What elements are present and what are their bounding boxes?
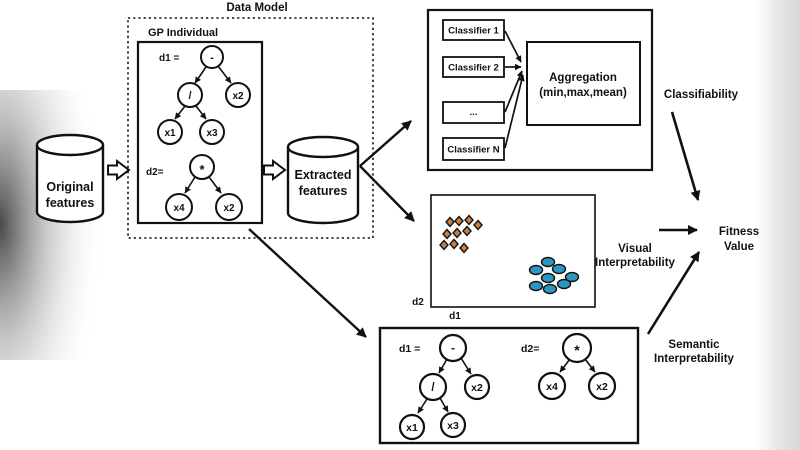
scatter-panel: d2 d1 [412,194,596,322]
original-features-cylinder: Original features [35,133,105,224]
classifier-1-box [442,19,505,41]
extracted-features-cylinder: Extracted features [286,135,360,225]
sem-tree-d1-edges [417,357,472,414]
gp-d1-prefix: d1 = [159,53,179,64]
semantic-panel: d1 = - / x2 x1 x3 d2= * x [378,326,640,445]
visual-interpretability-line2: Interpretability [595,257,675,269]
data-model-dashed-box [127,17,374,239]
gp-d1-x1-label: x1 [164,128,176,139]
sem-d1-x3-node [439,411,467,439]
classifier-n-box [442,137,505,161]
sem-tree-d1-nodes [398,333,491,441]
classifier-2-label: Classifier 2 [448,63,499,74]
sem-d1-div-label: / [431,382,435,394]
classifier-panel: Classifier 1 Classifier 2 ... Classifier… [426,8,654,172]
classifier-n-label: Classifier N [447,145,499,156]
gp-d2-x2-node [215,193,243,221]
gp-d2-root-node [189,154,215,180]
sem-d2-root-label: * [574,342,580,358]
gp-d2-x2-label: x2 [223,203,235,214]
right-shadow-gradient [756,0,800,450]
semantic-interpretability-line1: Semantic [668,339,720,351]
arrow-to-semantic [248,228,367,338]
ellipse-cluster [528,256,580,295]
gp-individual-label: GP Individual [148,27,218,39]
classifiability-label: Classifiability [664,89,739,101]
arrow-to-scatter [359,165,415,222]
gp-tree-d2: d2= * x4 x2 [146,154,243,221]
gp-d1-x3-node [199,119,225,145]
left-shadow-gradient [0,90,105,360]
sem-d2-root-node [561,332,593,364]
gp-d1-x1-node [157,119,183,145]
gp-d1-div-node [177,82,203,108]
arrow-classifiability-to-fitness [670,111,701,201]
sem-d2-x2-label: x2 [596,381,608,393]
sem-d2-prefix: d2= [521,343,539,355]
gp-d1-root-node [200,45,224,69]
sem-tree-d2-edges [559,358,596,373]
scatter-x-label: d1 [449,311,461,322]
sem-d1-x2-label: x2 [471,382,483,394]
gp-d1-div-label: / [188,90,191,102]
aggregation-line1: Aggregation [549,72,617,84]
sem-d1-x1-label: x1 [406,422,418,434]
sem-d2-x4-node [537,371,567,401]
original-features-line1: Original [46,180,93,194]
extracted-features-line1: Extracted [295,168,352,182]
sem-d1-prefix: d1 = [399,343,420,355]
gp-tree-d2-edges [184,176,222,194]
block-arrow-original-to-model [107,159,131,181]
extracted-features-line2: features [299,184,348,198]
classifier-1-label: Classifier 1 [448,26,499,37]
arrow-to-classifiers [359,120,412,167]
block-arrow-model-to-extracted [263,159,287,181]
sem-d1-root-label: - [451,343,455,355]
scatter-box [430,194,596,308]
gp-tree-d1-nodes [157,45,251,145]
gp-d1-x3-label: x3 [206,128,218,139]
sem-d2-x2-node [587,371,617,401]
gp-d1-x2-node [225,82,251,108]
classifier-to-aggregation-arrows [504,30,525,149]
gp-tree-d2-nodes [165,154,243,221]
visual-interpretability-line1: Visual [618,243,652,255]
sem-d1-x2-node [463,373,491,401]
gp-d2-prefix: d2= [146,167,164,178]
aggregation-line2: (min,max,mean) [539,87,627,99]
fitness-value-line2: Value [724,241,754,253]
data-model-label: Data Model [226,2,287,14]
gp-tree-d1-edges [174,65,232,120]
aggregation-box [526,41,641,126]
gp-d1-root-label: - [210,52,214,64]
classifier-2-box [442,56,505,78]
sem-d1-div-node [418,372,448,402]
sem-d1-x1-node [398,413,426,441]
gp-d2-root-label: * [199,162,205,177]
sem-tree-d2-nodes [537,332,617,401]
original-features-line2: features [46,196,95,210]
gp-d2-x4-label: x4 [173,203,185,214]
arrow-semantic-to-fitness [646,251,701,335]
classifier-ellipsis-label: ... [470,107,478,118]
sem-d1-root-node [438,333,468,363]
gp-d2-x4-node [165,193,193,221]
classifier-ellipsis-box [442,101,505,124]
semantic-interpretability-line2: Interpretability [654,353,734,365]
gp-tree-d1: d1 = - / x2 x1 x3 [157,45,251,145]
fitness-value-line1: Fitness [719,226,759,238]
sem-d2-x4-label: x4 [546,381,558,393]
sem-d1-x3-label: x3 [447,420,459,432]
gp-d1-x2-label: x2 [232,91,244,102]
scatter-y-label: d2 [412,297,424,308]
diamond-cluster [439,214,483,254]
